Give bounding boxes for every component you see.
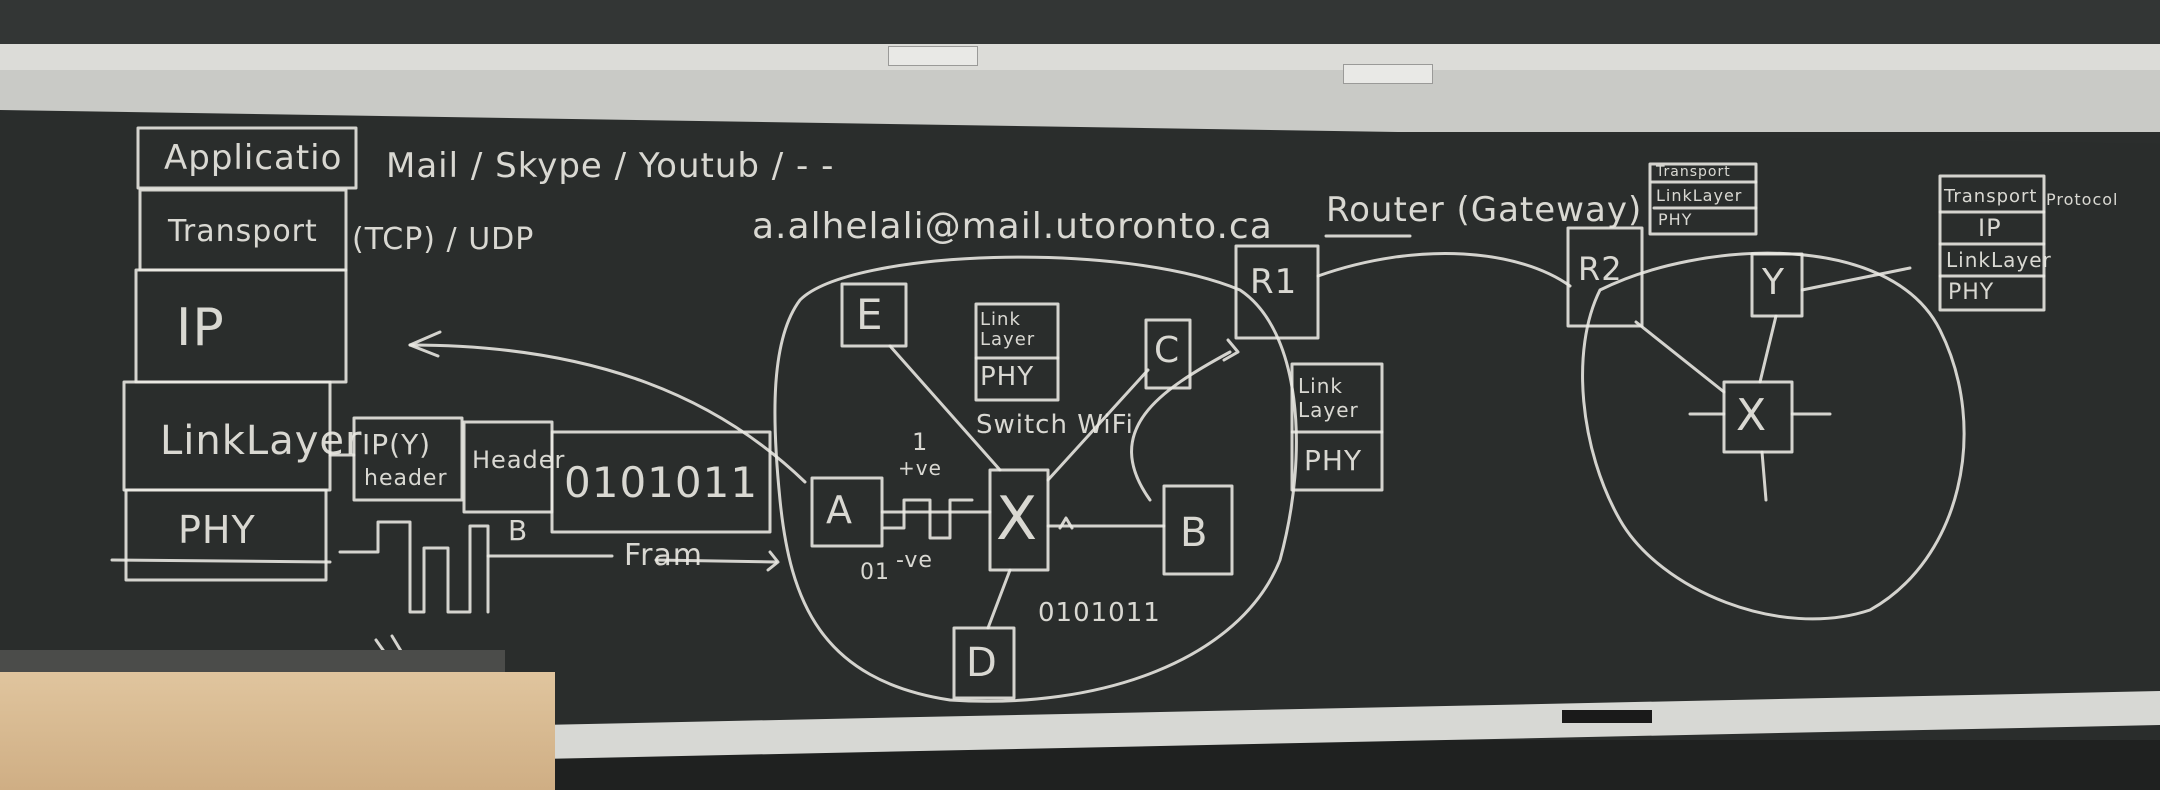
eraser bbox=[1562, 710, 1652, 723]
r1-stack-box bbox=[1290, 362, 1384, 492]
node-b-box bbox=[1162, 484, 1234, 576]
email-address: a.alhelali@mail.utoronto.ca bbox=[752, 206, 1273, 247]
r1-stack-link: Link Layer bbox=[1298, 374, 1359, 422]
node-e-label: E bbox=[856, 290, 884, 339]
node-d-box bbox=[952, 626, 1016, 700]
layer-transport: Transport bbox=[168, 214, 318, 249]
layer-phy: PHY bbox=[178, 508, 256, 552]
switch-stack-box bbox=[974, 302, 1060, 402]
payload-bits: 0101011 bbox=[564, 458, 759, 507]
right-switch-x-box bbox=[1722, 380, 1794, 454]
right-network-cloud bbox=[1581, 251, 1966, 621]
router-gateway-label: Router (Gateway) bbox=[1326, 190, 1643, 230]
ip-header-box bbox=[352, 416, 464, 502]
node-e-box bbox=[840, 282, 908, 348]
switch-stack-link: Link Layer bbox=[980, 309, 1036, 350]
router-r1-box bbox=[1234, 244, 1320, 340]
layer-ip: IP bbox=[176, 298, 225, 358]
switch-x-label: X bbox=[996, 484, 1039, 554]
marker-b: B bbox=[508, 514, 529, 547]
router-r2-box bbox=[1566, 226, 1644, 328]
right-stack-ip: IP bbox=[1978, 214, 2002, 242]
r2-stack-box bbox=[1648, 162, 1758, 236]
application-layer-box bbox=[136, 126, 358, 190]
node-d-label: D bbox=[966, 640, 998, 686]
low-bits-label: 01 bbox=[860, 560, 890, 585]
layer-link: LinkLayer bbox=[160, 418, 363, 464]
application-examples: Mail / Skype / Youtub / - - bbox=[386, 146, 835, 186]
board-rail bbox=[0, 44, 2160, 70]
node-y-label: Y bbox=[1762, 262, 1785, 303]
map-clip-left bbox=[888, 46, 978, 66]
node-b-label: B bbox=[1180, 510, 1209, 556]
r2-stack-link: LinkLayer bbox=[1656, 186, 1743, 205]
r2-stack-transport: Transport bbox=[1656, 164, 1731, 180]
wooden-desk bbox=[0, 672, 555, 790]
plus-ve-label: +ve bbox=[898, 456, 942, 480]
minus-ve-label: -ve bbox=[896, 548, 933, 573]
node-a-label: A bbox=[826, 488, 853, 532]
transport-examples: (TCP) / UDP bbox=[352, 222, 535, 257]
switch-x-box bbox=[988, 468, 1050, 572]
frame-label: Fram bbox=[624, 538, 704, 573]
router-r1-label: R1 bbox=[1250, 262, 1298, 302]
r1-stack-phy: PHY bbox=[1304, 444, 1363, 477]
right-stack-protocol: Protocol bbox=[2046, 190, 2119, 209]
right-stack-phy: PHY bbox=[1948, 280, 1995, 305]
right-switch-x-label: X bbox=[1736, 390, 1768, 441]
switch-wifi-label: Switch WiFi bbox=[976, 410, 1134, 440]
ip-layer-box bbox=[134, 268, 348, 384]
switch-stack-phy: PHY bbox=[980, 362, 1035, 392]
right-stack-link: LinkLayer bbox=[1946, 248, 2052, 272]
layer-application: Applicatio bbox=[164, 138, 343, 178]
ip-header-sublabel: header bbox=[364, 466, 448, 491]
map-clip-right bbox=[1343, 64, 1433, 84]
square-wave-signal bbox=[338, 520, 490, 614]
one-label: 1 bbox=[912, 428, 929, 456]
node-c-box bbox=[1144, 318, 1192, 390]
left-network-cloud bbox=[773, 255, 1298, 703]
r1-r2-link bbox=[1316, 252, 1572, 288]
r2-stack-phy: PHY bbox=[1658, 210, 1693, 229]
router-r2-label: R2 bbox=[1578, 250, 1623, 288]
phy-layer-box bbox=[124, 488, 328, 582]
switch-bits-label: 0101011 bbox=[1038, 598, 1161, 628]
right-stack-transport: Transport bbox=[1944, 186, 2038, 207]
ip-header-label: IP(Y) bbox=[362, 428, 432, 461]
node-c-label: C bbox=[1154, 330, 1181, 371]
header-label: Header bbox=[472, 446, 566, 474]
